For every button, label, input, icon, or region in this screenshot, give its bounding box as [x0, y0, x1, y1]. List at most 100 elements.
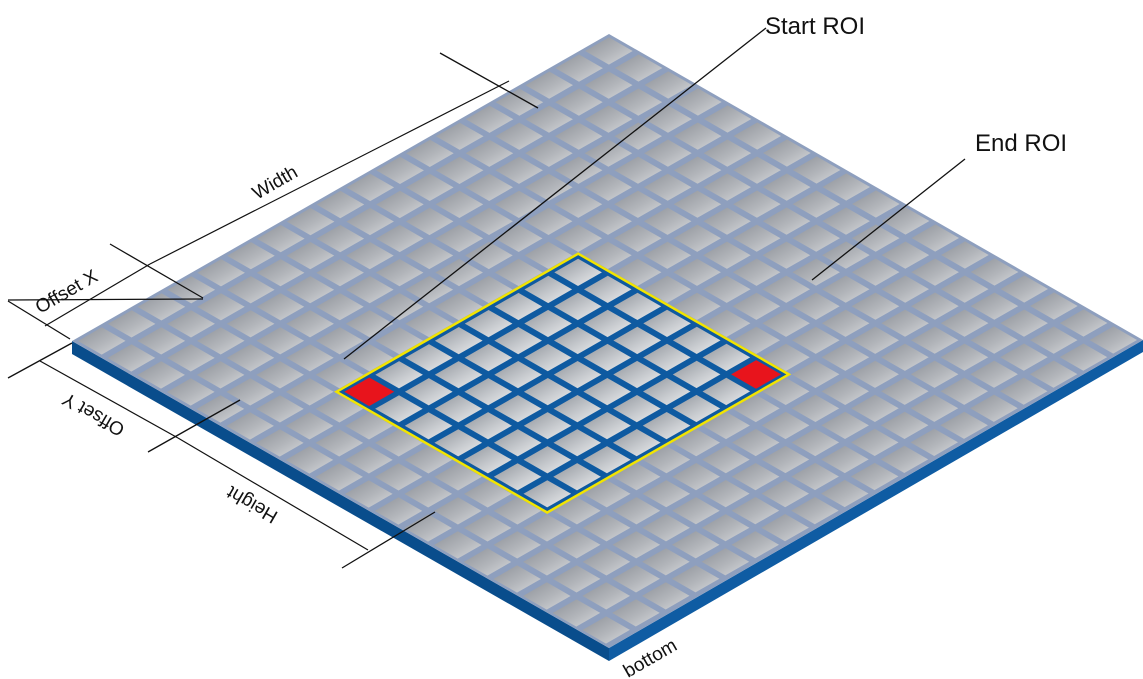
sensor-pixel [345, 412, 393, 440]
sensor-pixel [167, 310, 215, 338]
roi-pixel [524, 309, 572, 338]
sensor-pixel [733, 156, 781, 184]
sensor-pixel [941, 241, 989, 269]
sensor-pixel [584, 139, 633, 167]
sensor-pixel [822, 173, 870, 201]
sensor-pixel [465, 139, 514, 167]
roi-pixel [493, 429, 542, 457]
sensor-pixel [315, 429, 364, 457]
sensor-pixel [137, 327, 186, 355]
sensor-pixel [673, 292, 721, 320]
roi-pixel [554, 258, 602, 286]
sensor-pixel [792, 292, 840, 320]
sensor-pixel [523, 514, 571, 542]
sensor-pixel [1089, 326, 1137, 354]
roi-pixel [375, 395, 423, 423]
sensor-pixel [465, 241, 513, 270]
sensor-pixel [762, 241, 811, 269]
sensor-pixel [791, 497, 839, 525]
sensor-pixel [435, 156, 484, 184]
roi-pixel [643, 377, 691, 406]
sensor-pixel [107, 344, 156, 372]
sensor-pixel [851, 258, 900, 286]
sensor-pixel [762, 377, 810, 405]
sensor-pixel [286, 208, 335, 236]
sensor-pixel [404, 514, 452, 542]
sensor-pixel [821, 377, 869, 405]
sensor-pixel [584, 207, 632, 235]
offset-y-label: Offset Y [59, 388, 129, 440]
roi-pixel [494, 395, 542, 423]
sensor-pixel [703, 241, 751, 269]
sensor-pixel [226, 378, 275, 406]
sensor-pixel [554, 122, 603, 150]
sensor-pixel [1000, 309, 1048, 337]
sensor-pixel [524, 241, 573, 269]
sensor-pixel [644, 105, 692, 133]
sensor-pixel [375, 293, 424, 321]
roi-pixel [584, 275, 632, 303]
sensor-pixel [614, 190, 662, 218]
sensor-pixel [702, 309, 751, 337]
sensor-pixel [315, 327, 364, 355]
sensor-pixel [703, 207, 751, 235]
sensor-pixel [495, 190, 543, 218]
roi-pixel [434, 327, 483, 355]
sensor-pixel [374, 463, 423, 491]
sensor-pixel [316, 259, 364, 287]
sensor-pixel [404, 480, 453, 508]
sensor-pixel [345, 344, 394, 372]
sensor-pixel [821, 343, 870, 371]
roi-pixel [404, 378, 453, 406]
sensor-pixel [970, 360, 1018, 388]
sensor-pixel [582, 514, 631, 542]
sensor-pixel [792, 258, 840, 286]
sensor-pixel [850, 462, 899, 491]
roi-pixel [643, 343, 691, 372]
sensor-pixel [612, 463, 661, 491]
sensor-pixel [851, 360, 899, 388]
sensor-plate-right-side [609, 340, 1143, 661]
sensor-pixel [643, 241, 692, 269]
roi-pixel [613, 395, 661, 423]
roi-pixel [672, 360, 721, 389]
dimension-extension-line [7, 300, 71, 340]
sensor-pixel [525, 105, 573, 133]
sensor-pixel [940, 309, 989, 337]
sensor-pixel [970, 292, 1019, 320]
sensor-pixel [791, 360, 840, 388]
sensor-pixel [405, 310, 453, 338]
sensor-pixel [285, 446, 334, 474]
sensor-pixel [911, 224, 959, 252]
sensor-pixel [464, 480, 512, 508]
sensor-pixel [463, 514, 512, 542]
sensor-pixel [435, 293, 483, 321]
sensor-pixel [495, 156, 543, 184]
roi-pixel [523, 446, 572, 474]
sensor-pixel [761, 411, 810, 440]
sensor-pixel [375, 259, 424, 287]
sensor-pixel [792, 224, 840, 252]
roi-pixel [613, 429, 661, 457]
roi-pixel [524, 275, 573, 304]
roi-pixel [375, 361, 423, 389]
sensor-pixel [940, 377, 988, 405]
sensor-pixel [554, 190, 603, 218]
sensor-pixel [227, 242, 275, 270]
sensor-pixel [732, 258, 781, 286]
sensor-pixel [672, 531, 720, 559]
sensor-pixel [761, 445, 810, 474]
sensor-pixel [552, 565, 601, 593]
sensor-pixel [763, 139, 811, 167]
sensor-pixel [137, 361, 185, 389]
sensor-pixel [881, 309, 929, 337]
roi-pixel [642, 412, 691, 440]
sensor-pixel [614, 122, 662, 150]
roi-pixel [583, 309, 632, 338]
sensor-pixel [910, 428, 958, 456]
sensor-pixel [762, 309, 810, 337]
sensor-pixel [525, 71, 573, 99]
sensor-pixel [642, 582, 690, 610]
roi-pixel [702, 377, 751, 406]
dimension-extension-line [109, 243, 204, 299]
